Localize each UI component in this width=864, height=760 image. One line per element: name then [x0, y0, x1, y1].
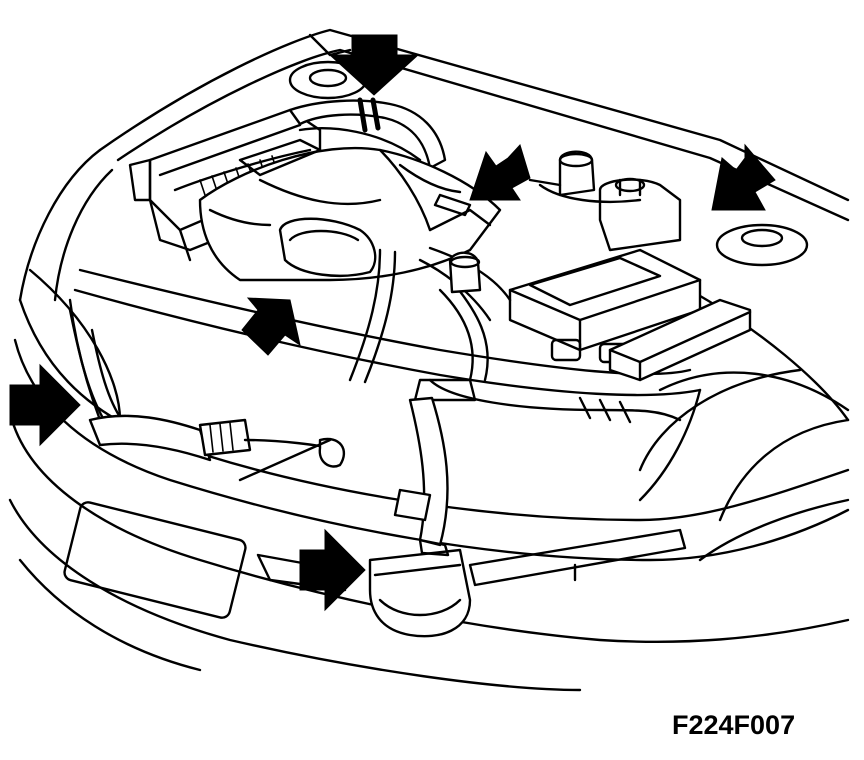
arrow-upper-right-icon [711, 143, 776, 211]
arrow-lower-icon [299, 528, 366, 612]
intake-duct-lower [368, 396, 472, 638]
arrows [9, 34, 776, 612]
intake-hose-upper [288, 97, 447, 170]
lower-hose [88, 414, 346, 482]
fuse-box [608, 298, 752, 382]
arrow-center-left-icon [241, 297, 301, 356]
figure-code: F224F007 [672, 710, 796, 740]
strut-tops [288, 60, 809, 267]
coolant-hoses [348, 246, 512, 402]
reservoirs [528, 150, 682, 252]
arrow-top-icon [328, 34, 420, 96]
arrow-upper-right-center-icon [469, 144, 531, 201]
arrow-left-icon [9, 363, 81, 447]
engine-cover [198, 138, 502, 282]
